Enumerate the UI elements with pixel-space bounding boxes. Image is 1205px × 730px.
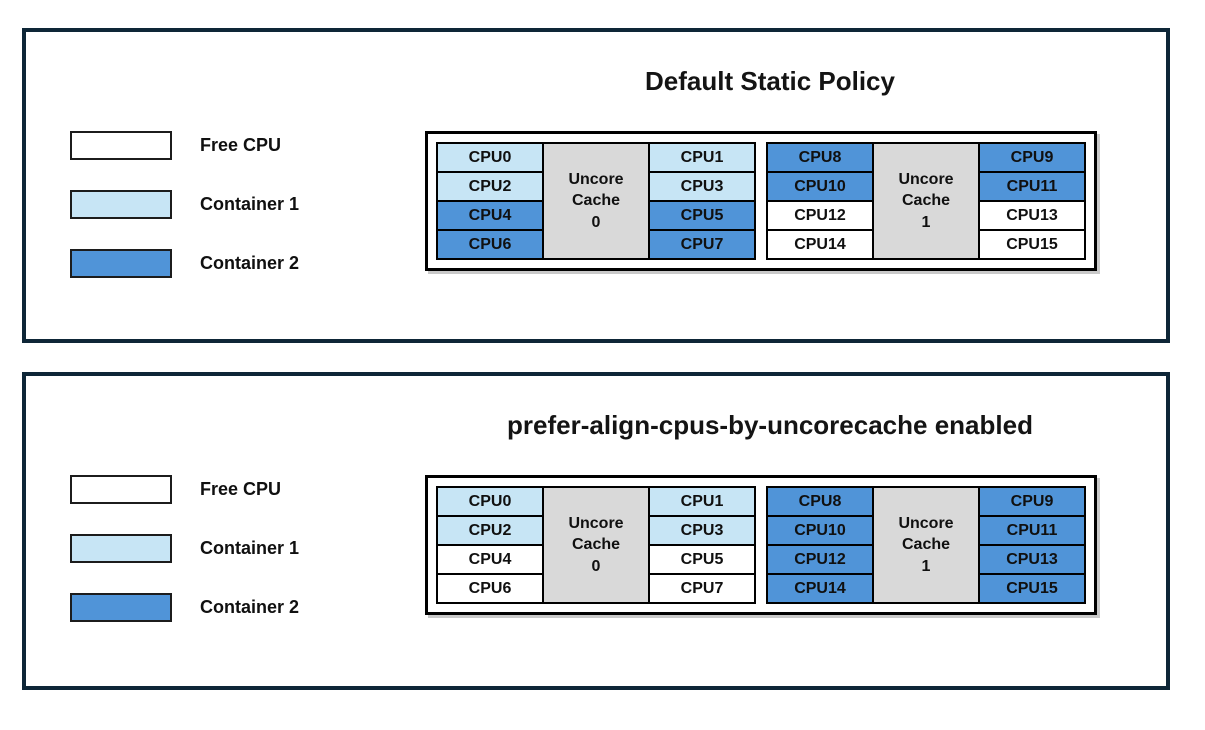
panel-title: Default Static Policy bbox=[645, 66, 895, 96]
cpu-cell-cpu12: CPU12 bbox=[766, 544, 874, 575]
cpu-cell-cpu11: CPU11 bbox=[978, 515, 1086, 546]
panel-default-static-policy: Default Static Policy Free CPU Container… bbox=[22, 28, 1170, 343]
cpu-cell-cpu12: CPU12 bbox=[766, 200, 874, 231]
legend-swatch-container-2 bbox=[70, 248, 172, 278]
cpu-cell-cpu3: CPU3 bbox=[648, 171, 756, 202]
cpu-cell-cpu4: CPU4 bbox=[436, 544, 544, 575]
uncore-cache-0-cell: Uncore Cache 0 bbox=[542, 486, 650, 604]
legend-label: Container 2 bbox=[200, 596, 300, 617]
uncore-cache-0-group: CPU0 Uncore Cache 0 CPU1 CPU2 CPU3 CPU4 … bbox=[436, 142, 756, 260]
legend-swatch-container-2 bbox=[70, 592, 172, 622]
legend-label: Container 1 bbox=[200, 537, 300, 558]
cpu-cell-cpu2: CPU2 bbox=[436, 515, 544, 546]
legend-label: Container 1 bbox=[200, 193, 300, 214]
cpu-cell-cpu1: CPU1 bbox=[648, 142, 756, 173]
cpu-cell-cpu4: CPU4 bbox=[436, 200, 544, 231]
legend-swatch-container-1 bbox=[70, 533, 172, 563]
cpu-cell-cpu6: CPU6 bbox=[436, 229, 544, 260]
cpu-cell-cpu8: CPU8 bbox=[766, 486, 874, 517]
legend-label: Free CPU bbox=[200, 134, 282, 155]
cpu-cell-cpu13: CPU13 bbox=[978, 544, 1086, 575]
legend-swatch-free-cpu bbox=[70, 130, 172, 160]
uncore-cache-1-group: CPU8 Uncore Cache 1 CPU9 CPU10 CPU11 CPU… bbox=[766, 486, 1086, 604]
uncore-cache-1-group: CPU8 Uncore Cache 1 CPU9 CPU10 CPU11 CPU… bbox=[766, 142, 1086, 260]
cpu-cell-cpu15: CPU15 bbox=[978, 229, 1086, 260]
cpu-topology-diagram: CPU0 Uncore Cache 0 CPU1 CPU2 CPU3 CPU4 … bbox=[425, 131, 1097, 271]
cpu-cell-cpu1: CPU1 bbox=[648, 486, 756, 517]
legend-item-container-2: Container 2 bbox=[70, 248, 299, 278]
cpu-cell-cpu9: CPU9 bbox=[978, 142, 1086, 173]
cpu-cell-cpu9: CPU9 bbox=[978, 486, 1086, 517]
cpu-cell-cpu5: CPU5 bbox=[648, 544, 756, 575]
legend-swatch-container-1 bbox=[70, 189, 172, 219]
cpu-topology-diagram: CPU0 Uncore Cache 0 CPU1 CPU2 CPU3 CPU4 … bbox=[425, 475, 1097, 615]
legend: Free CPU Container 1 Container 2 bbox=[70, 474, 299, 651]
cpu-cell-cpu6: CPU6 bbox=[436, 573, 544, 604]
cpu-cell-cpu10: CPU10 bbox=[766, 515, 874, 546]
legend-item-container-1: Container 1 bbox=[70, 533, 299, 563]
uncore-cache-0-cell: Uncore Cache 0 bbox=[542, 142, 650, 260]
panel-title: prefer-align-cpus-by-uncorecache enabled bbox=[507, 410, 1033, 440]
legend-item-container-2: Container 2 bbox=[70, 592, 299, 622]
cpu-cell-cpu3: CPU3 bbox=[648, 515, 756, 546]
legend-item-free-cpu: Free CPU bbox=[70, 474, 299, 504]
panel-prefer-align-cpus-by-uncorecache: prefer-align-cpus-by-uncorecache enabled… bbox=[22, 372, 1170, 690]
legend-item-free-cpu: Free CPU bbox=[70, 130, 299, 160]
cpu-cell-cpu7: CPU7 bbox=[648, 573, 756, 604]
legend-item-container-1: Container 1 bbox=[70, 189, 299, 219]
legend-label: Free CPU bbox=[200, 478, 282, 499]
cpu-cell-cpu7: CPU7 bbox=[648, 229, 756, 260]
cpu-cell-cpu11: CPU11 bbox=[978, 171, 1086, 202]
cpu-cell-cpu2: CPU2 bbox=[436, 171, 544, 202]
uncore-cache-0-group: CPU0 Uncore Cache 0 CPU1 CPU2 CPU3 CPU4 … bbox=[436, 486, 756, 604]
uncore-cache-1-cell: Uncore Cache 1 bbox=[872, 142, 980, 260]
legend-swatch-free-cpu bbox=[70, 474, 172, 504]
cpu-cell-cpu14: CPU14 bbox=[766, 573, 874, 604]
cpu-cell-cpu5: CPU5 bbox=[648, 200, 756, 231]
cpu-cell-cpu0: CPU0 bbox=[436, 142, 544, 173]
cpu-cell-cpu13: CPU13 bbox=[978, 200, 1086, 231]
cpu-cell-cpu15: CPU15 bbox=[978, 573, 1086, 604]
uncore-cache-1-cell: Uncore Cache 1 bbox=[872, 486, 980, 604]
cpu-cell-cpu8: CPU8 bbox=[766, 142, 874, 173]
cpu-cell-cpu0: CPU0 bbox=[436, 486, 544, 517]
legend-label: Container 2 bbox=[200, 252, 300, 273]
legend: Free CPU Container 1 Container 2 bbox=[70, 130, 299, 307]
cpu-cell-cpu14: CPU14 bbox=[766, 229, 874, 260]
cpu-cell-cpu10: CPU10 bbox=[766, 171, 874, 202]
